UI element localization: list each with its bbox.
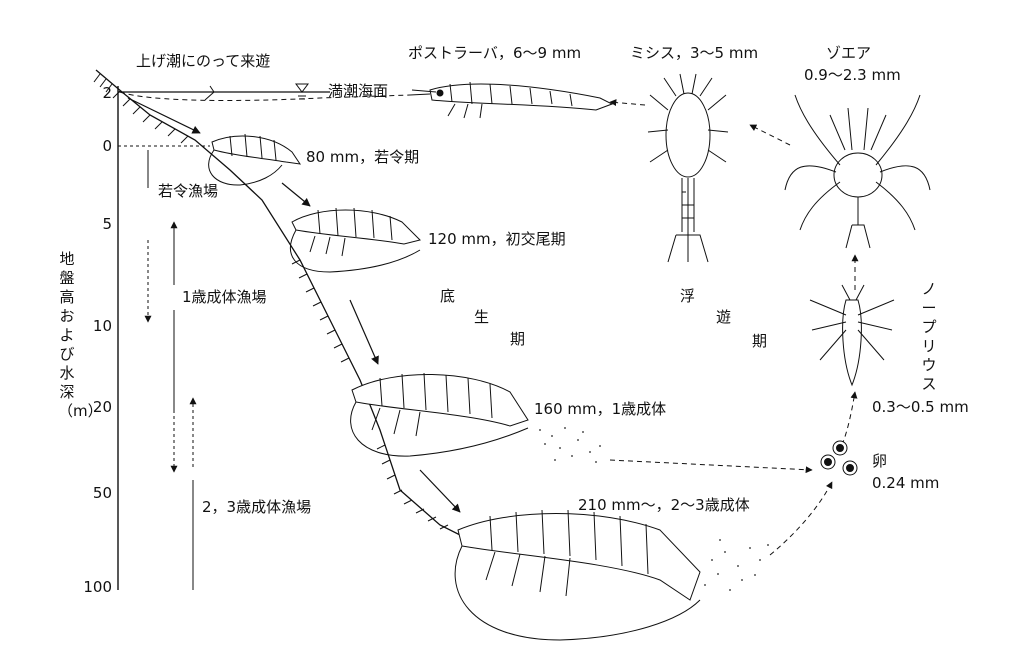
planktonic-phase-char: 期 [752,332,768,350]
depth-axis-label: 地盤高および水深（m） [58,250,103,420]
juvenile-ground-label: 若令漁場 [158,182,219,200]
spawn-1yr-arrow [609,459,813,474]
adult1-ground-label: 1歳成体漁場 [182,288,267,306]
adult1-shrimp-illustration [350,372,529,457]
zoea-to-mysis-arrow [749,124,791,146]
high-tide-label: 満潮海面 [328,82,389,100]
egg-name-label: 卵 [872,452,888,470]
growth-arrow-3 [349,299,379,365]
mysis-label: ミシス，3〜5 mm [630,44,759,62]
first-mating-label: 120 mm，初交尾期 [428,230,566,248]
adult23-shrimp-illustration [454,509,701,641]
mysis-to-postlarva-arrow [609,99,646,107]
tick-label: 2 [102,84,112,102]
zoea-illustration [784,94,931,249]
juvenile-shrimp-illustration [208,133,302,186]
tick-label: 100 [83,578,112,596]
growth-arrow-2 [281,182,311,207]
postlarva-label: ポストラーバ，6〜9 mm [408,44,582,62]
tick-label: 0 [102,137,112,155]
tick-label: 20 [92,398,112,416]
zoea-name-label: ゾエア [826,44,872,62]
surface-drift-path [119,91,411,101]
nauplius-size-label: 0.3〜0.5 mm [872,398,969,416]
seabed-profile [95,69,481,546]
adult23-ground-label: 2，3歳成体漁場 [202,498,312,516]
planktonic-phase-char: 遊 [716,308,732,326]
migration-label: 上げ潮にのって来遊 [136,52,271,70]
egg-size-label: 0.24 mm [872,474,940,492]
nauplius-name-label: ノープリウス [921,280,937,393]
adult1-label: 160 mm，1歳成体 [534,400,667,418]
adult23-label: 210 mm〜，2〜3歳成体 [578,496,750,514]
spawn-stipple [539,427,769,591]
postlarva-illustration [409,81,614,119]
benthic-phase-char: 生 [474,308,490,326]
egg-cluster [820,440,858,476]
growth-arrow-1 [127,97,201,134]
zoea-size-label: 0.9〜2.3 mm [804,66,901,84]
tick-label: 5 [102,215,112,233]
benthic-phase-char: 期 [510,330,526,348]
benthic-phase-char: 底 [440,287,456,305]
juvenile-label: 80 mm，若令期 [306,148,420,166]
migration-wave-arrow [204,85,215,101]
tick-label: 10 [92,317,112,335]
egg-to-nauplius-arrow [841,391,858,446]
growth-arrow-4 [419,469,461,513]
nauplius-illustration [809,284,895,387]
spawn-23yr-arrow [769,481,833,556]
mysis-illustration [647,73,729,263]
first-mating-shrimp-illustration [290,207,421,273]
planktonic-phase-char: 浮 [680,287,696,305]
tick-label: 50 [92,484,112,502]
